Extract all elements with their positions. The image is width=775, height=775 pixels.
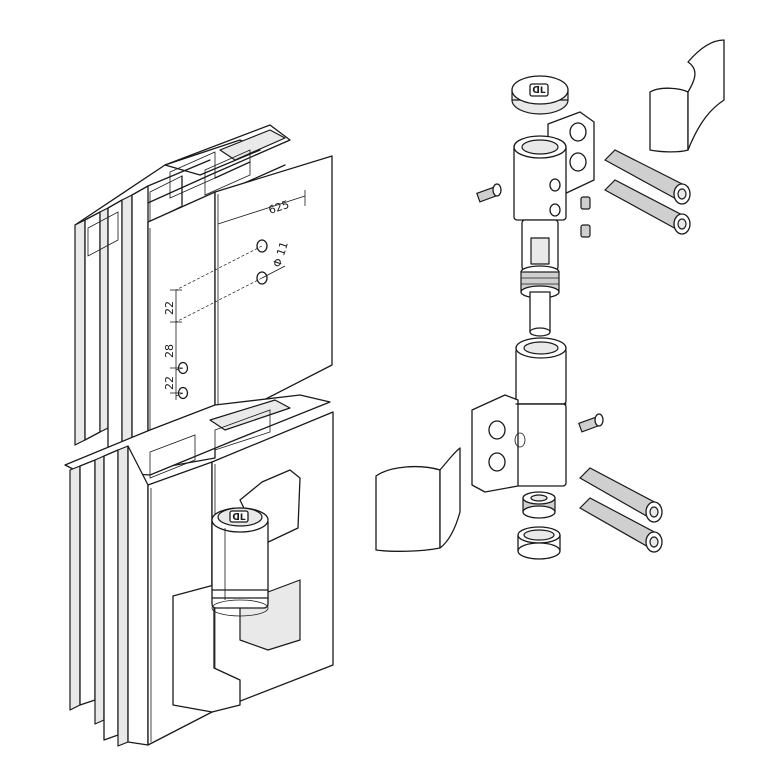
small-bolt-bottom [578,413,604,433]
lower-cover-shell [375,447,461,552]
upper-hinge-leaf [513,111,595,221]
bottom-bushing [522,491,556,519]
dimension-spacing-bottom-label: 22 [163,376,176,390]
hinge-logo: ᗡL [232,513,245,523]
upper-cover-shell [649,39,725,153]
dimension-spacing-top-label: 22 [163,301,176,315]
upper-frame-profile [74,124,333,479]
svg-text:ᗡL: ᗡL [532,86,545,96]
small-bolt-top [476,183,502,203]
mounted-hinge: ᗡL [172,469,301,713]
lower-hinge-barrel [471,337,567,493]
dimension-spacing-middle-label: 28 [163,344,176,358]
set-screws [580,196,591,238]
pin-shaft [520,219,560,337]
top-cap: ᗡL [511,75,569,115]
long-screws-bottom [579,467,663,553]
long-screws-top [604,149,691,235]
dimension-offset-label: 625 [267,198,291,217]
bottom-cap [517,526,561,560]
